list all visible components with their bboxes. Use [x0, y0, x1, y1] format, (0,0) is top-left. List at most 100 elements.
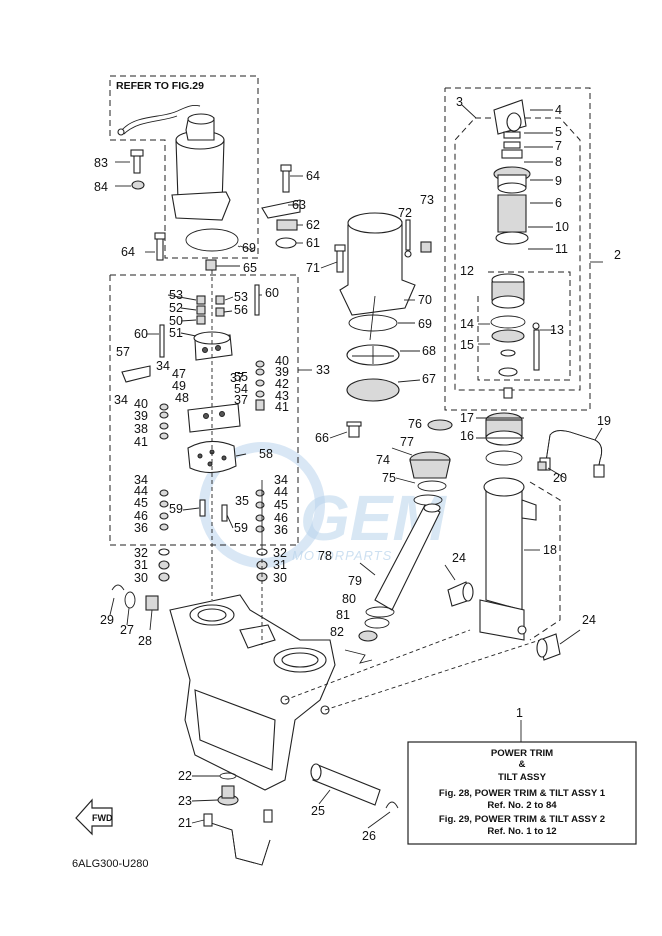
part-label-9: 9 — [555, 174, 562, 188]
part-label-82: 82 — [330, 625, 344, 639]
part-label-39-right: 39 — [275, 365, 289, 379]
part-label-4: 4 — [555, 103, 562, 117]
plug-65 — [205, 259, 240, 271]
part-label-27: 27 — [120, 623, 134, 637]
part-label-84: 84 — [94, 180, 108, 194]
part-label-19: 19 — [597, 414, 611, 428]
part-label-77: 77 — [400, 435, 414, 449]
bracket-63 — [261, 199, 301, 219]
part-label-26: 26 — [362, 829, 376, 843]
part-label-17: 17 — [460, 411, 474, 425]
part-label-83: 83 — [94, 156, 108, 170]
bolt-71 — [334, 244, 346, 273]
part-label-31-left: 31 — [134, 558, 148, 572]
part-label-32-right: 32 — [273, 546, 287, 560]
part-label-64-left: 64 — [121, 245, 135, 259]
part-label-32-left: 32 — [134, 546, 148, 560]
part-label-37-top: 37 — [230, 371, 244, 385]
part-label-46-left: 46 — [134, 509, 148, 523]
part-label-80: 80 — [342, 592, 356, 606]
part-label-67: 67 — [422, 372, 436, 386]
pump-internals — [121, 270, 265, 600]
plug-73 — [420, 241, 432, 253]
o-ring-27 — [124, 591, 136, 609]
legend-title-3: TILT ASSY — [498, 772, 547, 783]
part-label-22: 22 — [178, 769, 192, 783]
legend-title-1: POWER TRIM — [491, 748, 553, 759]
manual-valve — [344, 419, 453, 664]
part-label-33: 33 — [316, 363, 330, 377]
part-number-labels: 2 3 4 5 6 7 8 9 10 11 12 13 14 15 16 17 … — [94, 95, 621, 843]
part-label-36-right: 36 — [274, 523, 288, 537]
legend-title-2: & — [519, 759, 526, 770]
part-label-74: 74 — [376, 453, 390, 467]
part-label-37-bottom: 37 — [234, 393, 248, 407]
part-label-59-right: 59 — [234, 521, 248, 535]
part-label-34-c: 34 — [134, 473, 148, 487]
part-label-13: 13 — [550, 323, 564, 337]
part-label-54: 54 — [234, 382, 248, 396]
part-label-30-left: 30 — [134, 571, 148, 585]
pump-assy-box-33 — [109, 274, 299, 546]
part-label-18: 18 — [543, 543, 557, 557]
part-label-60-left: 60 — [134, 327, 148, 341]
plug-23 — [217, 785, 239, 806]
part-label-81: 81 — [336, 608, 350, 622]
part-label-76: 76 — [408, 417, 422, 431]
part-label-55: 55 — [234, 370, 248, 384]
part-label-34-d: 34 — [274, 473, 288, 487]
part-label-41-right: 41 — [275, 400, 289, 414]
part-label-11: 11 — [555, 242, 568, 256]
part-label-72: 72 — [398, 206, 412, 220]
tube-19 — [539, 430, 605, 478]
part-label-52: 52 — [169, 301, 183, 315]
part-label-56: 56 — [234, 303, 248, 317]
plug-28 — [145, 595, 159, 631]
part-label-45-right: 45 — [274, 498, 288, 512]
fwd-arrow-icon: FWD — [75, 798, 113, 836]
housing — [169, 545, 541, 791]
bolt-83 — [115, 149, 144, 174]
part-label-49: 49 — [172, 379, 186, 393]
part-label-43: 43 — [275, 389, 289, 403]
part-label-47: 47 — [172, 367, 186, 381]
part-label-61: 61 — [306, 236, 320, 250]
part-label-57: 57 — [116, 345, 130, 359]
part-label-59-left: 59 — [169, 502, 183, 516]
bolt-64-left — [145, 232, 166, 261]
part-label-50: 50 — [169, 314, 183, 328]
part-label-38: 38 — [134, 422, 148, 436]
part-label-45-left: 45 — [134, 496, 148, 510]
pin-24-right — [536, 629, 581, 661]
part-label-24-left: 24 — [452, 551, 466, 565]
part-label-39-left: 39 — [134, 409, 148, 423]
shaft-25 — [310, 763, 381, 806]
part-label-51: 51 — [169, 326, 183, 340]
piston-parts — [478, 273, 555, 399]
part-label-69-right: 69 — [418, 317, 432, 331]
part-label-68: 68 — [422, 344, 436, 358]
part-label-16: 16 — [460, 429, 474, 443]
tube-21 — [203, 809, 273, 866]
filter-67 — [346, 378, 421, 402]
part-label-23: 23 — [178, 794, 192, 808]
part-label-70: 70 — [418, 293, 432, 307]
leader-lines — [109, 245, 603, 829]
part-label-24-right: 24 — [582, 613, 596, 627]
part-label-30-right: 30 — [273, 571, 287, 585]
part-label-64-top: 64 — [306, 169, 320, 183]
pin-24-left — [447, 581, 474, 607]
part-label-79: 79 — [348, 574, 362, 588]
part-label-46-right: 46 — [274, 511, 288, 525]
watermark-sub: MOTORPARTS — [292, 548, 392, 563]
part-label-48: 48 — [175, 391, 189, 405]
filter-62 — [276, 219, 303, 231]
washer-84 — [115, 180, 145, 190]
part-label-31-right: 31 — [273, 558, 287, 572]
drawing-code: 6ALG300-U280 — [72, 858, 148, 870]
part-label-6: 6 — [555, 196, 562, 210]
fwd-label: FWD — [92, 813, 113, 823]
part-label-44-right: 44 — [274, 485, 288, 499]
reservoir-70 — [339, 212, 416, 316]
refer-box: REFER TO FIG.29 — [109, 75, 259, 259]
